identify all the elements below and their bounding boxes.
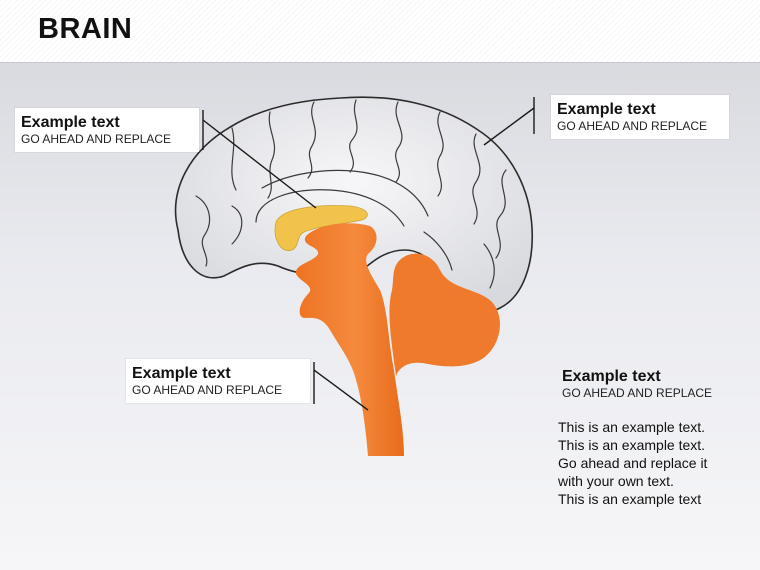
callout-top-left: Example text GO AHEAD AND REPLACE bbox=[15, 108, 199, 152]
leader-lines bbox=[202, 97, 535, 411]
callout-top-right: Example text GO AHEAD AND REPLACE bbox=[551, 95, 729, 139]
paragraph-line: This is an example text. bbox=[558, 419, 706, 435]
callout-heading: Example text bbox=[21, 114, 120, 131]
callout-heading: Example text bbox=[132, 365, 231, 382]
paragraph-line: This is an example text bbox=[558, 491, 702, 507]
callout-heading: Example text bbox=[557, 101, 656, 118]
callout-subtext: GO AHEAD AND REPLACE bbox=[21, 132, 172, 146]
callout-subtext: GO AHEAD AND REPLACE bbox=[132, 383, 283, 397]
slide-header: BRAIN bbox=[0, 0, 760, 63]
callout-subtext: GO AHEAD AND REPLACE bbox=[562, 386, 713, 400]
callout-bottom-left: Example text GO AHEAD AND REPLACE bbox=[126, 359, 310, 403]
cerebellum bbox=[389, 253, 500, 376]
paragraph-line: with your own text. bbox=[558, 473, 674, 489]
description-paragraph: This is an example text. This is an exam… bbox=[558, 418, 748, 508]
callout-bottom-right: Example text GO AHEAD AND REPLACE bbox=[556, 362, 738, 406]
paragraph-line: Go ahead and replace it bbox=[558, 455, 708, 471]
callout-heading: Example text bbox=[562, 368, 661, 385]
paragraph-line: This is an example text. bbox=[558, 437, 706, 453]
slide-title: BRAIN bbox=[38, 13, 133, 45]
cerebrum-shape bbox=[174, 96, 534, 313]
brain-folds bbox=[195, 99, 507, 289]
brainstem bbox=[295, 223, 404, 456]
callout-subtext: GO AHEAD AND REPLACE bbox=[557, 119, 708, 133]
